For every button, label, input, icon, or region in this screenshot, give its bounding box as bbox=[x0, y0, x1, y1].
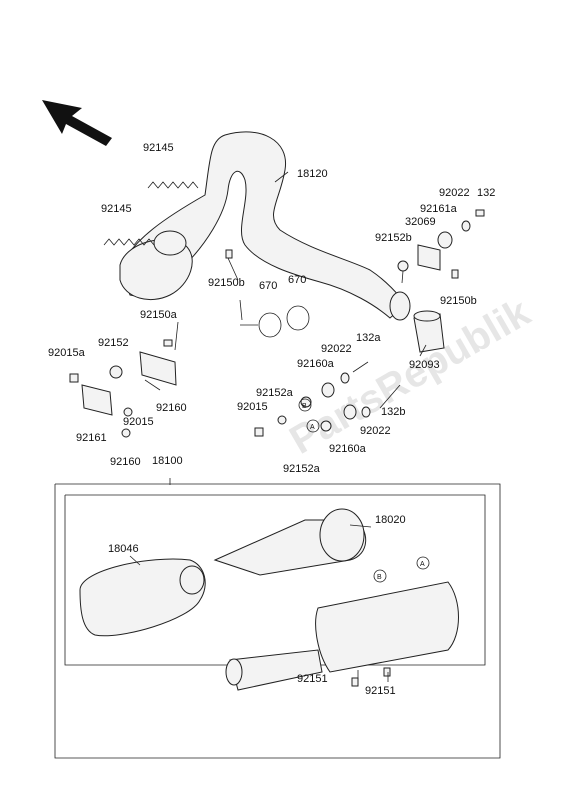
label-92150b-right: 92150b bbox=[440, 295, 477, 307]
label-92145-bottom: 92145 bbox=[101, 203, 132, 215]
bolt-92150b-left bbox=[225, 249, 233, 259]
bolt-92150b-right bbox=[451, 269, 459, 279]
washer-92015-mid bbox=[277, 415, 287, 425]
label-92160-mid: 92160 bbox=[156, 402, 187, 414]
washer-92022-top bbox=[461, 220, 471, 232]
label-92160-bottom: 92160 bbox=[110, 456, 141, 468]
nut-92015-mid bbox=[254, 427, 264, 437]
label-92022-top: 92022 bbox=[439, 187, 470, 199]
bracket-92160 bbox=[139, 351, 177, 386]
collar-92152a-bottom bbox=[320, 420, 332, 432]
silencer-inner-frame bbox=[64, 494, 486, 666]
leader-lines bbox=[129, 171, 427, 682]
watermark: PartsRepublik bbox=[283, 290, 539, 463]
label-132: 132 bbox=[477, 187, 495, 199]
label-92161a: 92161a bbox=[420, 203, 458, 215]
callout-a-mid: A bbox=[310, 424, 315, 431]
label-92152: 92152 bbox=[98, 337, 129, 349]
label-92022-mid: 92022 bbox=[321, 343, 352, 355]
nut-92015a bbox=[69, 373, 79, 383]
o-ring-670-right bbox=[286, 305, 310, 331]
collar-92152 bbox=[109, 365, 123, 379]
label-92151-right: 92151 bbox=[365, 685, 396, 697]
bolt-92151-right bbox=[383, 667, 391, 677]
label-18100: 18100 bbox=[152, 455, 183, 467]
silencer-core-18020 bbox=[213, 508, 367, 576]
label-92160a-top: 92160a bbox=[297, 358, 335, 370]
label-92160a-bottom: 92160a bbox=[329, 443, 367, 455]
label-92151-left: 92151 bbox=[297, 673, 328, 685]
callout-a-silencer: A bbox=[420, 561, 425, 568]
arrow-up-left-icon bbox=[42, 100, 112, 146]
label-92161: 92161 bbox=[76, 432, 107, 444]
label-92015-mid: 92015 bbox=[237, 401, 268, 413]
silencer-packing-18046 bbox=[79, 558, 206, 637]
label-92150b-left: 92150b bbox=[208, 277, 245, 289]
label-92152a-top: 92152a bbox=[256, 387, 294, 399]
label-670-right: 670 bbox=[288, 274, 306, 286]
spring-92145-bottom bbox=[103, 238, 155, 246]
label-18046: 18046 bbox=[108, 543, 139, 555]
label-670-left: 670 bbox=[259, 280, 277, 292]
spring-92145-top bbox=[147, 181, 199, 189]
collar-92152b bbox=[397, 260, 409, 272]
grommet-92160a-top bbox=[321, 382, 335, 398]
label-32069: 32069 bbox=[405, 216, 436, 228]
washer-92160-bottom bbox=[121, 428, 131, 438]
bolt-132a bbox=[352, 361, 369, 373]
label-132b: 132b bbox=[381, 406, 405, 418]
washer-92022-mid bbox=[340, 372, 350, 384]
label-92152b: 92152b bbox=[375, 232, 412, 244]
bolt-132 bbox=[475, 209, 485, 217]
bracket-32069 bbox=[417, 244, 441, 271]
callout-b-mid: B bbox=[302, 403, 307, 410]
grommet-92160a-bottom bbox=[343, 404, 357, 420]
washer-92022-bottom bbox=[361, 406, 371, 418]
label-18120: 18120 bbox=[297, 168, 328, 180]
label-92145-top: 92145 bbox=[143, 142, 174, 154]
pipe-sleeve-92093 bbox=[413, 310, 445, 353]
label-92022-bottom: 92022 bbox=[360, 425, 391, 437]
callout-b-silencer: B bbox=[377, 574, 382, 581]
label-92015a: 92015a bbox=[48, 347, 86, 359]
expansion-chamber-18120 bbox=[119, 131, 411, 321]
o-ring-670-left bbox=[258, 312, 282, 338]
bolt-92150a bbox=[163, 339, 173, 347]
silencer-group-frame bbox=[54, 483, 501, 759]
label-92015-left: 92015 bbox=[123, 416, 154, 428]
label-92152a-bottom: 92152a bbox=[283, 463, 321, 475]
label-132a: 132a bbox=[356, 332, 381, 344]
nut-92015-left bbox=[123, 407, 133, 417]
plate-92161 bbox=[81, 384, 113, 416]
bolt-132b bbox=[379, 384, 401, 409]
label-18020: 18020 bbox=[375, 514, 406, 526]
silencer-body bbox=[225, 581, 459, 691]
bolt-92151-left bbox=[351, 677, 359, 687]
label-92150a: 92150a bbox=[140, 309, 178, 321]
label-92093: 92093 bbox=[409, 359, 440, 371]
nut-92161a bbox=[437, 231, 453, 249]
